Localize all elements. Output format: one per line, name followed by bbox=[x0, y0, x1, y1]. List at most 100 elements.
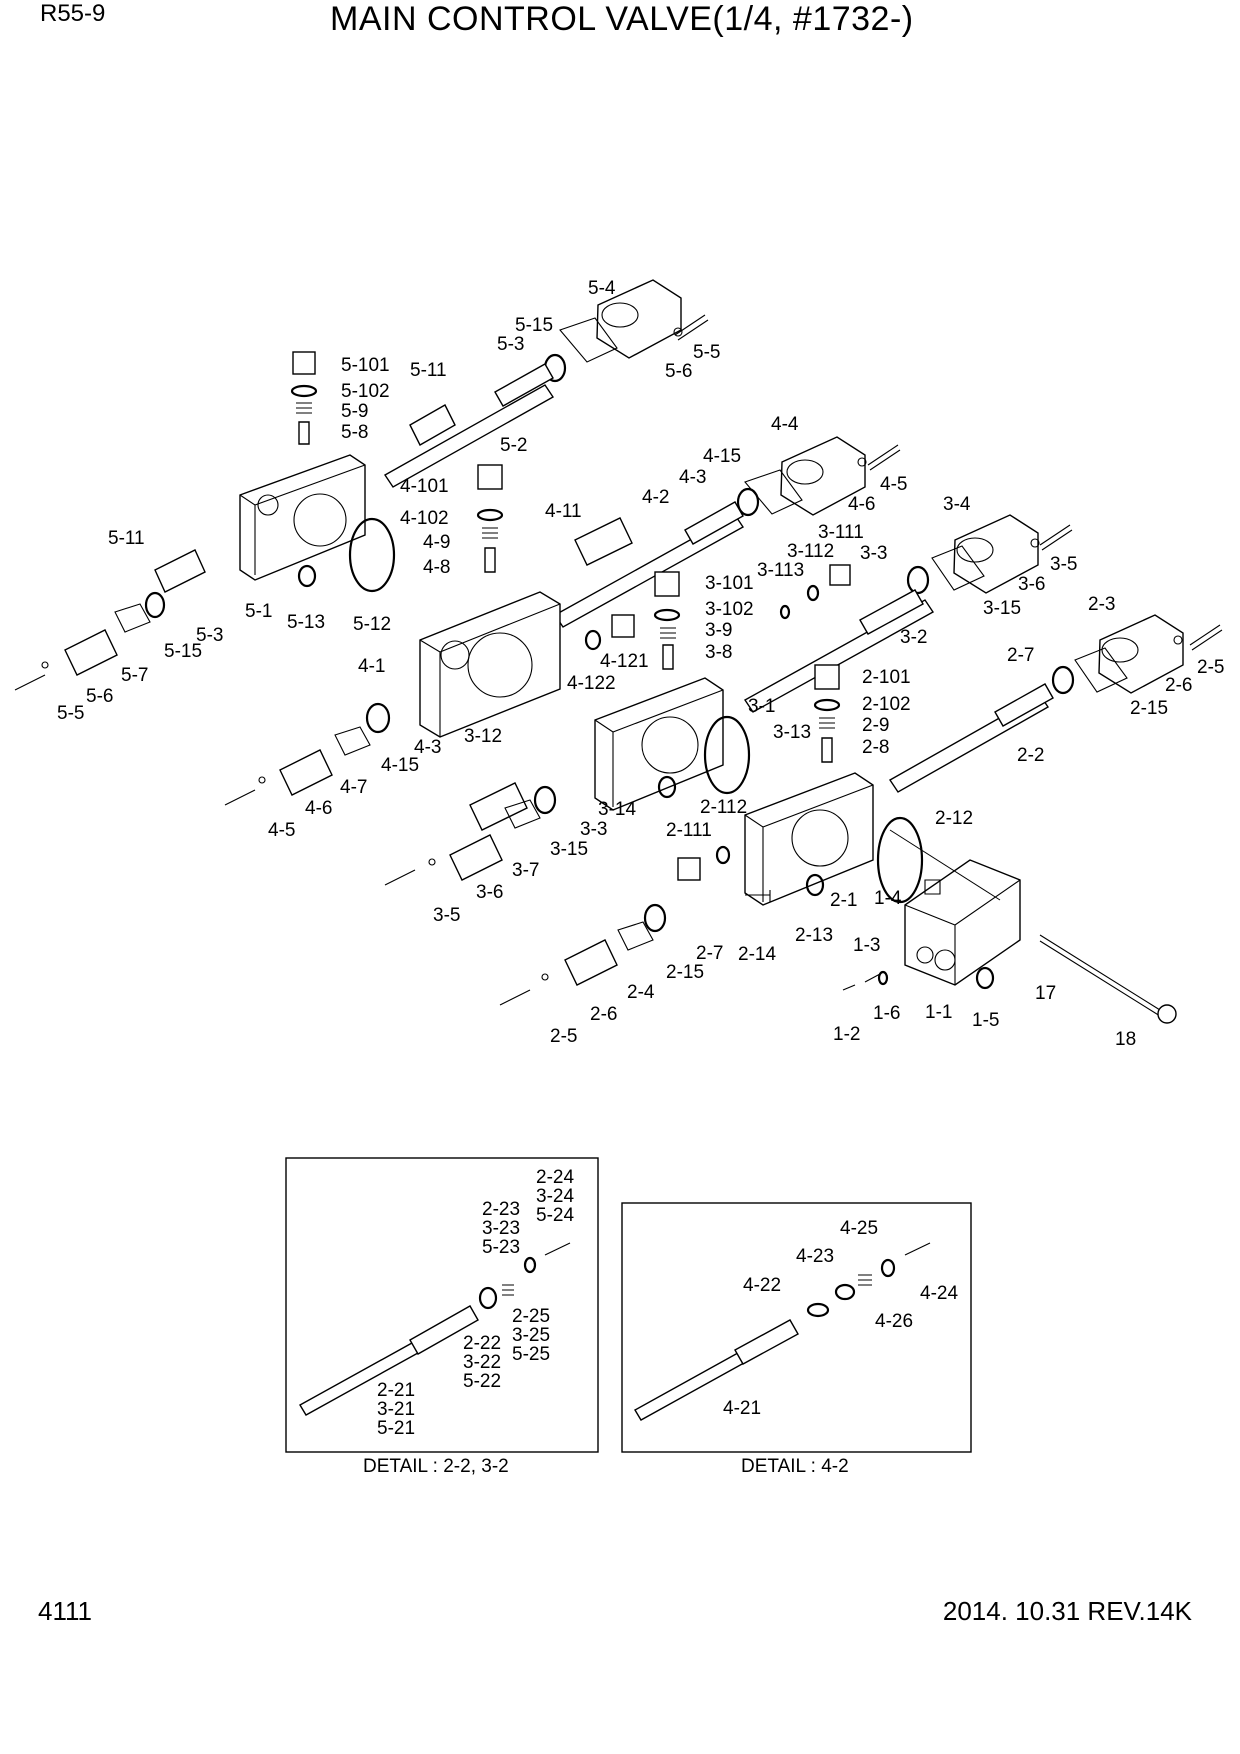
detail-label: 2-25 bbox=[512, 1306, 550, 1327]
cap-2-3 bbox=[1098, 614, 1184, 694]
callout: 3-3 bbox=[860, 543, 887, 564]
bolt-3-5-b bbox=[384, 869, 416, 886]
detail-label: 5-24 bbox=[536, 1205, 574, 1226]
callout: 2-111 bbox=[666, 820, 712, 841]
callout: 3-13 bbox=[773, 722, 811, 743]
detail-box-right: 4-25 4-23 4-24 4-22 4-26 4-21 bbox=[621, 1202, 972, 1453]
plug-1-3 bbox=[864, 973, 881, 983]
oring-3-14 bbox=[657, 775, 677, 799]
callout: 17 bbox=[1035, 983, 1056, 1004]
bolt-3-5 bbox=[1039, 524, 1073, 551]
callout: 1-5 bbox=[972, 1010, 999, 1031]
cap-2-4 bbox=[564, 939, 618, 986]
cap-3-4 bbox=[953, 514, 1039, 594]
detail-ring-4-26 bbox=[834, 1283, 856, 1301]
callout: 5-3 bbox=[196, 625, 223, 646]
flange-5-15 bbox=[559, 317, 618, 363]
callout: 2-1 bbox=[830, 890, 857, 911]
callout: 3-6 bbox=[1018, 574, 1045, 595]
callout: 4-5 bbox=[268, 820, 295, 841]
bolt-2-5 bbox=[1189, 624, 1223, 651]
callout: 5-11 bbox=[410, 360, 447, 381]
detail-washer-22 bbox=[478, 1286, 498, 1310]
bolt-5-5 bbox=[674, 314, 709, 341]
spring-5-9 bbox=[296, 402, 312, 414]
callout: 4-121 bbox=[600, 651, 649, 672]
cap-5-4 bbox=[596, 279, 682, 359]
oring-5-12 bbox=[348, 517, 396, 593]
detail-label: 2-23 bbox=[482, 1199, 520, 1220]
callout: 5-7 bbox=[121, 665, 148, 686]
oring-3-112 bbox=[806, 584, 820, 602]
callout: 3-3 bbox=[580, 819, 607, 840]
oring-5-13 bbox=[297, 564, 317, 588]
oring-2-12 bbox=[876, 816, 924, 904]
plug-1-2 bbox=[842, 984, 856, 991]
callout: 5-9 bbox=[341, 401, 368, 422]
callout: 4-5 bbox=[880, 474, 907, 495]
detail-label: 5-23 bbox=[482, 1237, 520, 1258]
callout: 3-5 bbox=[1050, 554, 1077, 575]
callout: 3-6 bbox=[476, 882, 503, 903]
detail-label: 3-22 bbox=[463, 1352, 501, 1373]
callout: 2-2 bbox=[1017, 745, 1044, 766]
callout: 3-15 bbox=[550, 839, 588, 860]
detail-label: 5-25 bbox=[512, 1344, 550, 1365]
callout: 2-5 bbox=[550, 1026, 577, 1047]
check-5-11-top bbox=[409, 404, 456, 446]
detail-label: 4-26 bbox=[875, 1311, 913, 1332]
detail-label: 3-24 bbox=[536, 1186, 574, 1207]
bolt-2-5-b bbox=[499, 989, 531, 1006]
callout: 3-1 bbox=[748, 696, 775, 717]
callout: 4-4 bbox=[771, 414, 799, 435]
callout: 4-11 bbox=[545, 501, 582, 522]
flange-4-15 bbox=[744, 469, 803, 515]
callout: 4-15 bbox=[381, 755, 419, 776]
spring-4-9 bbox=[482, 527, 498, 539]
callout: 5-15 bbox=[164, 641, 202, 662]
callout: 2-112 bbox=[700, 797, 747, 818]
detail-label: 4-25 bbox=[840, 1218, 878, 1239]
detail-label: 4-23 bbox=[796, 1246, 834, 1267]
callout-labels: 5-4 5-15 5-3 5-6 5-5 5-101 5-11 5-102 5-… bbox=[57, 278, 1224, 1050]
detail-label: 4-24 bbox=[920, 1283, 958, 1304]
detail-washer-4-22 bbox=[806, 1302, 830, 1318]
callout: 18 bbox=[1115, 1029, 1136, 1050]
plug-4-121 bbox=[611, 614, 635, 638]
callout: 4-2 bbox=[642, 487, 669, 508]
screw-2-14 bbox=[745, 890, 771, 902]
bolt-4-5-b bbox=[224, 789, 256, 806]
spool-5-2 bbox=[383, 384, 555, 488]
plug-3-101 bbox=[654, 571, 680, 597]
oring-3-3 bbox=[906, 565, 930, 595]
flange-4-15-b bbox=[334, 726, 371, 756]
poppet-2-8 bbox=[821, 737, 833, 763]
callout: 5-3 bbox=[497, 334, 524, 355]
callout: 5-4 bbox=[588, 278, 616, 299]
tie-rod-17 bbox=[1039, 934, 1161, 1017]
check-3-111 bbox=[829, 564, 851, 586]
detail-label: 3-21 bbox=[377, 1399, 415, 1420]
oring-2-7 bbox=[1051, 665, 1075, 695]
section-1-drawing bbox=[842, 829, 1177, 1024]
nut-18 bbox=[1157, 1004, 1177, 1024]
detail-caption-left: DETAIL : 2-2, 3-2 bbox=[363, 1456, 509, 1477]
oring-1-6 bbox=[877, 970, 889, 986]
check-5-11-left bbox=[154, 549, 206, 593]
detail-washer-4-24 bbox=[880, 1258, 896, 1278]
callout: 3-2 bbox=[900, 627, 927, 648]
callout: 4-101 bbox=[400, 476, 449, 497]
flange-2-15-b bbox=[617, 921, 654, 951]
check-2-111 bbox=[677, 857, 701, 881]
callout: 3-112 bbox=[787, 541, 834, 562]
callout: 5-12 bbox=[353, 614, 391, 635]
callout: 3-12 bbox=[464, 726, 502, 747]
callout: 2-7 bbox=[1007, 645, 1034, 666]
cap-4-7 bbox=[279, 749, 333, 796]
callout: 5-13 bbox=[287, 612, 325, 633]
callout: 4-102 bbox=[400, 508, 449, 529]
check-3-12 bbox=[469, 782, 528, 831]
section-5-drawing bbox=[14, 279, 709, 691]
callout: 3-9 bbox=[705, 620, 732, 641]
callout: 4-1 bbox=[358, 656, 385, 677]
